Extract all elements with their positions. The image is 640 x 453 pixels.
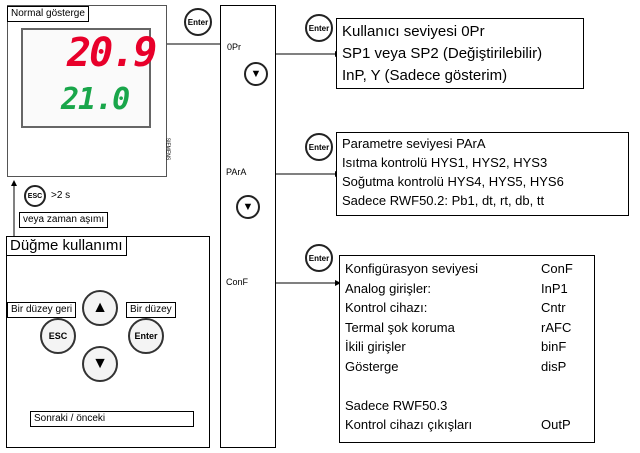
info-line: Isıtma kontrolü HYS1, HYS2, HYS3 xyxy=(342,155,548,170)
stage-opr: 0Pr xyxy=(227,42,242,52)
esc-button[interactable]: ESC xyxy=(40,318,76,354)
down-button[interactable]: ▼ xyxy=(82,346,118,382)
enter-button-top[interactable]: Enter xyxy=(184,8,212,36)
info-user-level: Kullanıcı seviyesi 0Pr SP1 veya SP2 (Değ… xyxy=(336,18,584,89)
config-row: Kontrol cihazı:Cntr xyxy=(345,300,566,315)
info-line: SP1 veya SP2 (Değiştirilebilir) xyxy=(342,45,543,62)
level-back-label: Bir düzey geri xyxy=(7,302,77,318)
display-value-sub: 21.0 xyxy=(61,82,130,117)
up-button[interactable]: ▲ xyxy=(82,290,118,326)
down-arrow-icon[interactable]: ▼ xyxy=(244,62,268,86)
timeout-duration: >2 s xyxy=(51,190,71,201)
config-row xyxy=(345,376,589,396)
info-line: Parametre seviyesi PArA xyxy=(342,136,486,151)
display-screen: 20.9 21.0 xyxy=(21,28,157,128)
config-row: Sadece RWF50.3 xyxy=(345,397,448,413)
down-arrow-icon[interactable]: ▼ xyxy=(236,195,260,219)
stage-para: PArA xyxy=(226,167,247,177)
info-line: InP, Y (Sadece gösterim) xyxy=(342,67,508,84)
esc-button-timeout[interactable]: ESC xyxy=(24,185,46,207)
enter-button-conf[interactable]: Enter xyxy=(305,244,333,272)
stage-conf: ConF xyxy=(226,277,249,287)
device-display: 20.9 21.0 SIEMENS xyxy=(7,5,171,177)
button-usage-title: Düğme kullanımı xyxy=(6,236,127,256)
up-arrow-icon: ▲ xyxy=(92,299,108,316)
enter-button[interactable]: Enter xyxy=(128,318,164,354)
info-line: Soğutma kontrolü HYS4, HYS5, HYS6 xyxy=(342,174,564,189)
config-row: Analog girişler:InP1 xyxy=(345,280,568,296)
down-arrow-icon: ▼ xyxy=(92,355,108,372)
enter-button-opr[interactable]: Enter xyxy=(305,14,333,42)
display-side-text: SIEMENS xyxy=(164,137,171,161)
info-param-level: Parametre seviyesi PArA Isıtma kontrolü … xyxy=(336,132,629,216)
normal-display-label: Normal gösterge xyxy=(7,6,89,22)
next-prev-label: Sonraki / önceki xyxy=(30,411,194,427)
or-timeout-label: veya zaman aşımı xyxy=(19,212,109,228)
info-line: Sadece RWF50.2: Pb1, dt, rt, db, tt xyxy=(342,193,545,208)
info-line: Kullanıcı seviyesi 0Pr xyxy=(342,23,485,40)
enter-button-para[interactable]: Enter xyxy=(305,133,333,161)
display-value-main: 20.9 xyxy=(67,30,157,76)
level-forward-label: Bir düzey xyxy=(126,302,176,318)
